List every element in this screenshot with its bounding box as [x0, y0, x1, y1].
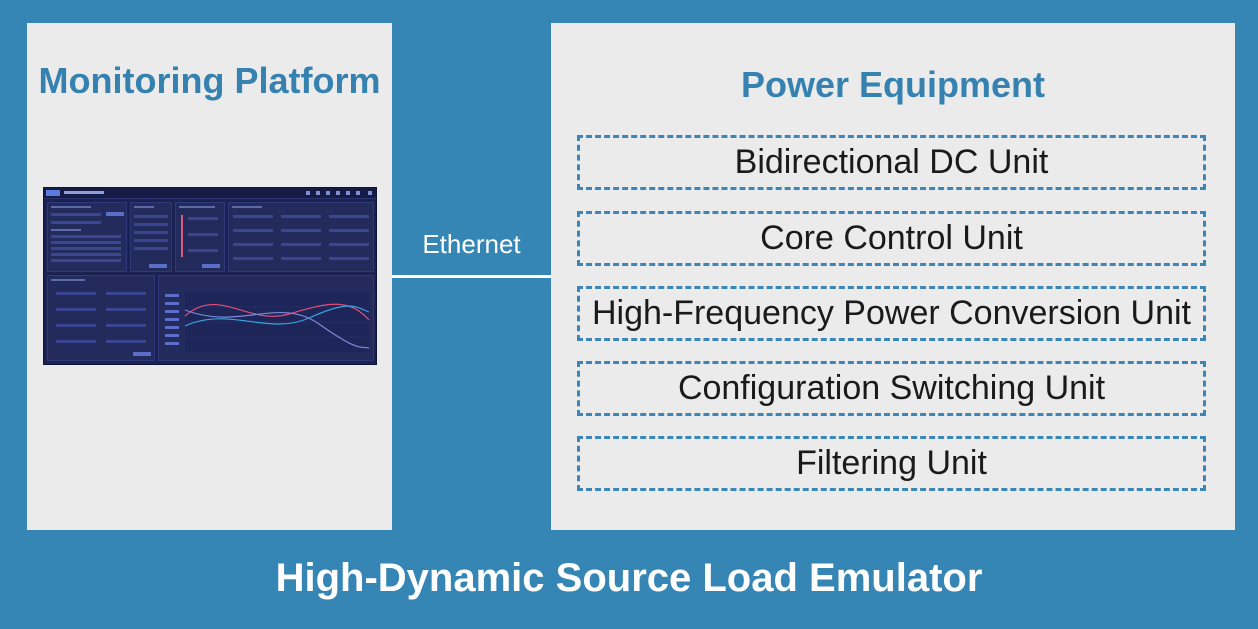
screenshot-input-settings-panel: [175, 202, 225, 272]
unit-core-control: Core Control Unit: [577, 211, 1206, 266]
screenshot-waveform-panel: [158, 275, 374, 361]
screenshot-header-icon: [326, 191, 330, 195]
screenshot-header-icon: [336, 191, 340, 195]
screenshot-header-icon: [356, 191, 360, 195]
screenshot-condition-monitoring-panel: [228, 202, 374, 272]
screenshot-header-icon: [306, 191, 310, 195]
unit-filtering: Filtering Unit: [577, 436, 1206, 491]
ethernet-connector-line: [392, 275, 551, 278]
screenshot-waveform-plot: [165, 292, 370, 352]
unit-configuration-switching: Configuration Switching Unit: [577, 361, 1206, 416]
ethernet-label: Ethernet: [422, 229, 521, 259]
monitoring-software-screenshot: [43, 187, 377, 365]
unit-bidirectional-dc: Bidirectional DC Unit: [577, 135, 1206, 190]
screenshot-header-icon: [368, 191, 372, 195]
screenshot-window-title: [64, 191, 104, 194]
main-title: High-Dynamic Source Load Emulator: [275, 556, 983, 600]
power-equipment-title: Power Equipment: [740, 64, 1046, 105]
screenshot-logo: [46, 190, 60, 196]
screenshot-header-icon: [316, 191, 320, 195]
screenshot-fault-panel: [130, 202, 172, 272]
screenshot-settings-panel: [47, 202, 127, 272]
screenshot-header-bar: [44, 188, 376, 199]
screenshot-load-settings-panel: [47, 275, 155, 361]
screenshot-header-icon: [346, 191, 350, 195]
monitoring-platform-title: Monitoring Platform: [38, 60, 381, 101]
power-equipment-panel: [551, 23, 1235, 530]
unit-high-frequency-power-conversion: High-Frequency Power Conversion Unit: [577, 286, 1206, 341]
